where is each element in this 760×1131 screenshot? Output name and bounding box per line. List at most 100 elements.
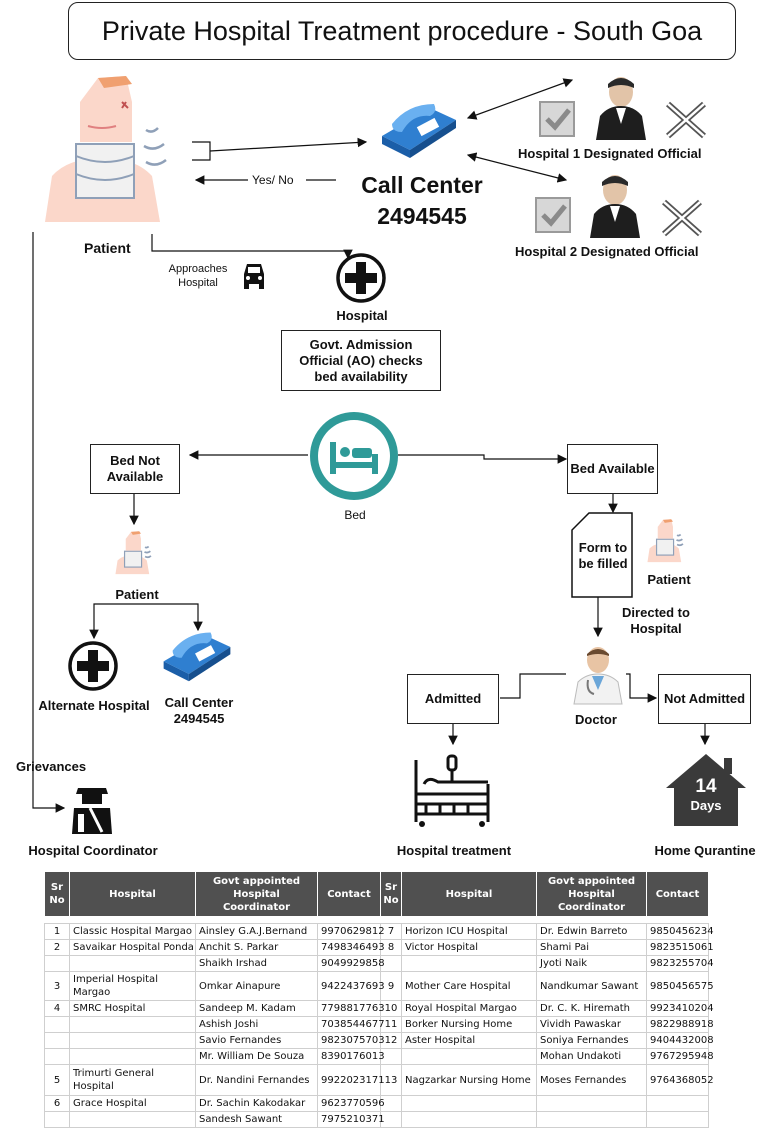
- coordinator-cell: Shami Pai: [536, 939, 647, 956]
- contact-cell: [646, 1095, 709, 1112]
- hospital-label: Hospital: [336, 308, 388, 323]
- table-spacer-row: [45, 917, 709, 924]
- coordinator-cell: Anchit S. Parkar: [195, 939, 318, 956]
- checkbox-checked-icon: [539, 101, 575, 137]
- header-sr-no: Sr No: [380, 871, 402, 917]
- hospital1-official-label: Hospital 1 Designated Official: [518, 146, 702, 161]
- hospital-cell: [401, 1095, 537, 1112]
- header-coordinator: Govt appointed Hospital Coordinator: [536, 871, 647, 917]
- coordinator-cell: Nandkumar Sawant: [536, 971, 647, 1001]
- contact-cell: 7975210371: [317, 1111, 385, 1128]
- coordinator-cell: Omkar Ainapure: [195, 971, 318, 1001]
- contact-cell: 9422437693: [317, 971, 385, 1001]
- patient-small-right-label: Patient: [647, 572, 691, 587]
- bed-not-available-box: Bed Not Available: [90, 444, 180, 494]
- header-contact: Contact: [646, 871, 709, 917]
- sr-no-cell: 5: [44, 1064, 70, 1096]
- hospital-cell: Royal Hospital Margao: [401, 1000, 537, 1017]
- coordinator-cell: Vividh Pawaskar: [536, 1016, 647, 1033]
- header-sr-no: Sr No: [44, 871, 70, 917]
- home-quarantine-label: Home Qurantine: [654, 843, 756, 858]
- header-contact: Contact: [317, 871, 381, 917]
- admitted-box: Admitted: [407, 674, 499, 724]
- form-to-be-filled-label: Form to be filled: [578, 540, 628, 571]
- patient-label: Patient: [84, 240, 131, 256]
- home-quarantine-icon: [666, 754, 746, 826]
- coordinator-cell: Soniya Fernandes: [536, 1032, 647, 1049]
- cross-mark-icon: [666, 101, 706, 139]
- hospital2-official-label: Hospital 2 Designated Official: [515, 244, 699, 259]
- header-coordinator: Govt appointed Hospital Coordinator: [195, 871, 318, 917]
- sr-no-cell: [44, 1016, 70, 1033]
- coordinator-cell: Moses Fernandes: [536, 1064, 647, 1096]
- call-center-small-number: 2494545: [173, 711, 225, 726]
- coordinator-cell: Jyoti Naik: [536, 955, 647, 972]
- coordinator-cell: Ashish Joshi: [195, 1016, 318, 1033]
- grievances-label: Grievances: [16, 759, 87, 774]
- hospital-cell: Classic Hospital Margao: [69, 923, 196, 940]
- patient-small-left-label: Patient: [115, 587, 159, 602]
- contact-cell: 9850456234: [646, 923, 714, 940]
- hospital-cell: Mother Care Hospital: [401, 971, 537, 1001]
- cross-mark-icon: [662, 199, 702, 237]
- contact-cell: 7038544677: [317, 1016, 385, 1033]
- phone-icon[interactable]: [160, 628, 234, 684]
- hospital-cell: [69, 1111, 196, 1128]
- sr-no-cell: 6: [44, 1095, 70, 1112]
- hospital-cell: SMRC Hospital: [69, 1000, 196, 1017]
- contact-cell: 9923410204: [646, 1000, 714, 1017]
- coordinator-cell: Sandesh Sawant: [195, 1111, 318, 1128]
- quarantine-days-number: 14: [695, 776, 717, 797]
- hospital-cell: Savaikar Hospital Ponda: [69, 939, 196, 956]
- yes-no-label: Yes/ No: [252, 173, 294, 187]
- doctor-icon: [573, 647, 623, 705]
- official-icon: [590, 175, 640, 238]
- contact-cell: 9404432008: [646, 1032, 714, 1049]
- hospital-cell: Horizon ICU Hospital: [401, 923, 537, 940]
- coordinator-cell: Dr. Nandini Fernandes: [195, 1064, 318, 1096]
- contact-cell: 9823515061: [646, 939, 714, 956]
- alternate-hospital-label: Alternate Hospital: [38, 698, 150, 713]
- call-center-number: 2494545: [377, 203, 467, 229]
- coordinator-cell: Dr. Sachin Kakodakar: [195, 1095, 318, 1112]
- contact-cell: 9822988918: [646, 1016, 714, 1033]
- coordinator-cell: Sandeep M. Kadam: [195, 1000, 318, 1017]
- hospital-cell: [69, 1032, 196, 1049]
- patient-small-icon: [647, 519, 684, 563]
- sr-no-cell: 2: [44, 939, 70, 956]
- hospital-cell: Nagzarkar Nursing Home: [401, 1064, 537, 1096]
- sr-no-cell: 1: [44, 923, 70, 940]
- hospital-cell: [401, 1048, 537, 1065]
- coordinator-cell: [536, 1095, 647, 1112]
- header-hospital: Hospital: [69, 871, 196, 917]
- car-icon: [244, 264, 264, 289]
- hospital-cell: [69, 1048, 196, 1065]
- sr-no-cell: 4: [44, 1000, 70, 1017]
- coordinator-cell: Dr. Edwin Barreto: [536, 923, 647, 940]
- hospital-cell: [69, 1016, 196, 1033]
- sr-no-cell: 3: [44, 971, 70, 1001]
- hospital-cell: [401, 1111, 537, 1128]
- contact-cell: 9922023171: [317, 1064, 385, 1096]
- contact-cell: 9970629812: [317, 923, 385, 940]
- hospital-cell: [401, 955, 537, 972]
- sr-no-cell: [44, 1048, 70, 1065]
- contact-cell: 9049929858: [317, 955, 385, 972]
- flow-connectors: [32, 78, 710, 813]
- hospital-cell: Borker Nursing Home: [401, 1016, 537, 1033]
- coordinator-icon: [72, 788, 112, 834]
- contact-cell: 7498346493: [317, 939, 385, 956]
- phone-icon[interactable]: [378, 100, 460, 160]
- hospital-cell: Trimurti General Hospital: [69, 1064, 196, 1096]
- contact-cell: 9623770596: [317, 1095, 385, 1112]
- hospital-cell: [69, 955, 196, 972]
- hospital-bed-icon: [414, 754, 490, 827]
- ao-checks-bed-box: Govt. Admission Official (AO) checks bed…: [281, 330, 441, 391]
